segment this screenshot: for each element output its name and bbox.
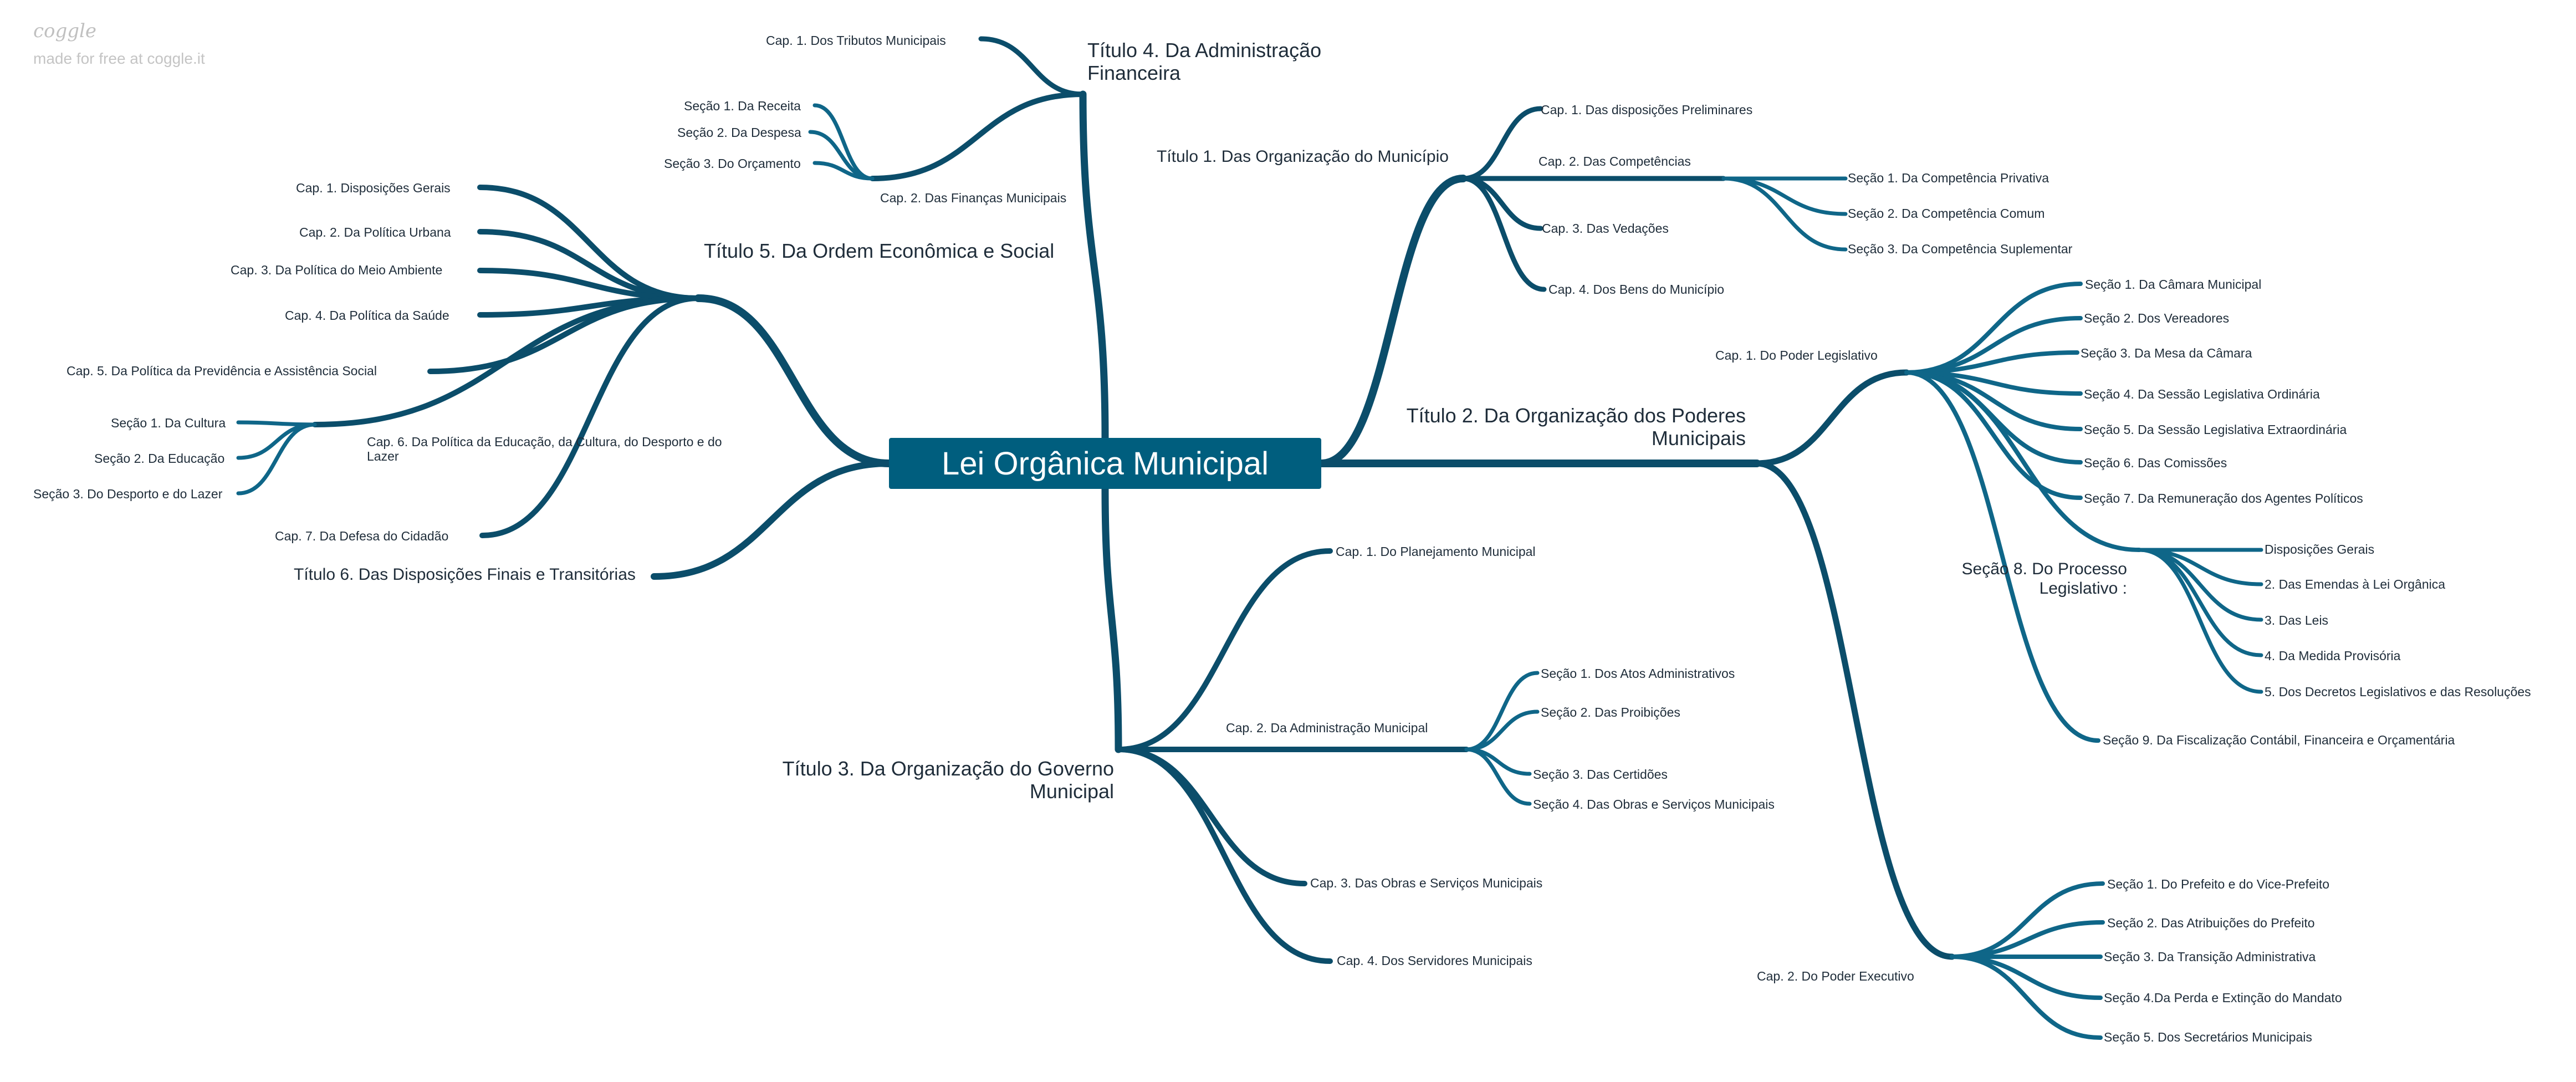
root-label: Lei Orgânica Municipal [942, 445, 1269, 482]
node-t2-c1-sec-8[interactable]: Seção 8. Do Processo Legislativo : [1961, 560, 2128, 598]
node-t3-c2-sec-4[interactable]: Seção 4. Das Obras e Serviços Municipais [1533, 797, 1775, 812]
node-t2-sec-8-item-3[interactable]: 3. Das Leis [2265, 613, 2329, 627]
connector-t1-c2-s2 [1721, 176, 1848, 216]
node-t3-cap-1[interactable]: Cap. 1. Do Planejamento Municipal [1336, 544, 1536, 559]
connector-t1-trunk [1317, 175, 1467, 467]
node-t4-c2-sec-3[interactable]: Seção 3. Do Orçamento [664, 156, 801, 171]
node-t1-cap-2-sec-3[interactable]: Seção 3. Da Competência Suplementar [1848, 242, 2073, 256]
connector-t3-c1 [1116, 548, 1333, 752]
connector-t6-trunk [651, 460, 892, 580]
coggle-logo[interactable]: coggle [33, 20, 97, 42]
node-t2-sec-8-item-5[interactable]: 5. Dos Decretos Legislativos e das Resol… [2265, 685, 2531, 699]
node-titulo-6[interactable]: Título 6. Das Disposições Finais e Trans… [294, 565, 636, 584]
node-t5-cap-7[interactable]: Cap. 7. Da Defesa do Cidadão [275, 529, 449, 543]
connector-t4-c2-s3 [812, 161, 875, 181]
connector-t2-c1-s1 [1904, 282, 2083, 375]
connector-t2-c1-s9 [1904, 370, 2100, 743]
node-t2-cap-1[interactable]: Cap. 1. Do Poder Legislativo [1715, 348, 1878, 363]
connector-t2-s8-i5 [2137, 548, 2263, 694]
node-t2-c1-sec-3[interactable]: Seção 3. Da Mesa da Câmara [2081, 346, 2252, 360]
node-t1-cap-2-sec-1[interactable]: Seção 1. Da Competência Privativa [1848, 171, 2049, 185]
connector-t2-c2-s5 [1950, 955, 2103, 1040]
node-t2-c1-sec-6[interactable]: Seção 6. Das Comissões [2084, 456, 2227, 470]
connector-t3-c3 [1116, 747, 1307, 886]
node-t4-c2-sec-2[interactable]: Seção 2. Da Despesa [677, 125, 801, 140]
connector-t3-c2-s2 [1464, 710, 1540, 752]
connector-t2-c1-s8 [1904, 370, 2141, 552]
node-t4-c2-sec-1[interactable]: Seção 1. Da Receita [684, 99, 801, 113]
node-t2-cap-2[interactable]: Cap. 2. Do Poder Executivo [1757, 969, 1914, 983]
node-t2-c1-sec-4[interactable]: Seção 4. Da Sessão Legislativa Ordinária [2084, 387, 2320, 401]
connector-t4-c2-s1 [812, 103, 875, 181]
connector-t2-c2 [1754, 460, 1955, 960]
node-t1-cap-3[interactable]: Cap. 3. Das Vedações [1542, 221, 1669, 236]
connector-t4-c1 [978, 36, 1086, 97]
node-t3-c2-sec-3[interactable]: Seção 3. Das Certidões [1533, 767, 1668, 782]
node-t1-cap-2[interactable]: Cap. 2. Das Competências [1539, 154, 1691, 169]
node-t2-c1-sec-1[interactable]: Seção 1. Da Câmara Municipal [2085, 277, 2262, 292]
connector-t2-c2-s4 [1950, 955, 2103, 1000]
node-titulo-5[interactable]: Título 5. Da Ordem Econômica e Social [704, 239, 1055, 262]
node-t2-c1-sec-9[interactable]: Seção 9. Da Fiscalização Contábil, Finan… [2103, 733, 2455, 747]
node-t2-c1-sec-5[interactable]: Seção 5. Da Sessão Legislativa Extraordi… [2084, 422, 2347, 437]
node-t2-sec-8-item-4[interactable]: 4. Da Medida Provisória [2265, 649, 2401, 663]
node-t1-cap-2-sec-2[interactable]: Seção 2. Da Competência Comum [1848, 206, 2045, 221]
node-t2-sec-8-item-1[interactable]: Disposições Gerais [2265, 542, 2375, 557]
node-t5-c6-sec-2[interactable]: Seção 2. Da Educação [94, 451, 225, 466]
node-t2-c2-sec-4[interactable]: Seção 4.Da Perda e Extinção do Mandato [2104, 991, 2342, 1005]
root-node[interactable]: Lei Orgânica Municipal [889, 438, 1321, 489]
connector-t1-c3 [1460, 176, 1543, 231]
connector-t5-c7 [479, 295, 701, 538]
node-t5-cap-4[interactable]: Cap. 4. Da Política da Saúde [285, 308, 449, 323]
connector-t2-c1 [1754, 369, 1910, 467]
node-t2-sec-8-item-2[interactable]: 2. Das Emendas à Lei Orgânica [2265, 577, 2446, 591]
connector-t3-c2-s4 [1464, 747, 1532, 806]
node-t5-cap-5[interactable]: Cap. 5. Da Política da Previdência e Ass… [67, 364, 377, 378]
node-t2-c2-sec-1[interactable]: Seção 1. Do Prefeito e do Vice-Prefeito [2107, 877, 2330, 891]
node-t2-c2-sec-3[interactable]: Seção 3. Da Transição Administrativa [2104, 950, 2316, 964]
connector-t4-trunk [1079, 90, 1109, 442]
node-t3-cap-2[interactable]: Cap. 2. Da Administração Municipal [1226, 721, 1428, 735]
node-titulo-4[interactable]: Título 4. Da Administração Financeira [1087, 39, 1322, 85]
node-t2-c1-sec-2[interactable]: Seção 2. Dos Vereadores [2084, 311, 2230, 325]
connector-t5-c6-s3 [236, 422, 317, 496]
connector-t1-c1 [1460, 106, 1543, 181]
made-with-coggle-link[interactable]: made for free at coggle.it [33, 50, 205, 67]
connector-t1-c2-s3 [1721, 176, 1848, 252]
node-t5-cap-6[interactable]: Cap. 6. Da Política da Educação, da Cult… [367, 435, 722, 464]
node-t3-cap-4[interactable]: Cap. 4. Dos Servidores Municipais [1337, 953, 1532, 968]
node-t5-c6-sec-3[interactable]: Seção 3. Do Desporto e do Lazer [33, 487, 223, 501]
node-t2-c2-sec-5[interactable]: Seção 5. Dos Secretários Municipais [2104, 1030, 2312, 1044]
connector-t5-trunk [694, 294, 893, 467]
node-t1-cap-1[interactable]: Cap. 1. Das disposições Preliminares [1541, 103, 1753, 117]
node-titulo-1[interactable]: Título 1. Das Organização do Município [1157, 147, 1449, 166]
connector-t2-c2-s2 [1950, 920, 2105, 959]
node-t3-cap-3[interactable]: Cap. 3. Das Obras e Serviços Municipais [1310, 876, 1543, 890]
connector-t4-c2 [870, 91, 1086, 181]
connector-t5-c6 [312, 295, 701, 427]
node-t5-cap-1[interactable]: Cap. 1. Disposições Gerais [296, 181, 451, 195]
connector-t3-trunk [1101, 485, 1122, 753]
connector-t2-c2-s1 [1950, 881, 2105, 959]
node-t5-cap-2[interactable]: Cap. 2. Da Política Urbana [299, 225, 451, 239]
node-t3-c2-sec-2[interactable]: Seção 2. Das Proibições [1541, 705, 1680, 719]
connector-t3-c4 [1116, 747, 1333, 964]
node-titulo-3[interactable]: Título 3. Da Organização do Governo Muni… [782, 757, 1114, 803]
node-t4-cap-1[interactable]: Cap. 1. Dos Tributos Municipais [766, 33, 946, 48]
node-t4-cap-2[interactable]: Cap. 2. Das Finanças Municipais [880, 191, 1067, 205]
node-t2-c2-sec-2[interactable]: Seção 2. Das Atribuições do Prefeito [2107, 916, 2315, 930]
node-t3-c2-sec-1[interactable]: Seção 1. Dos Atos Administrativos [1541, 666, 1735, 681]
connector-t1-c4 [1460, 176, 1547, 292]
node-t5-cap-3[interactable]: Cap. 3. Da Política do Meio Ambiente [231, 263, 443, 277]
node-titulo-2[interactable]: Título 2. Da Organização dos Poderes Mun… [1406, 404, 1746, 450]
connector-t5-c6-s2 [236, 422, 317, 460]
node-t5-c6-sec-1[interactable]: Seção 1. Da Cultura [111, 416, 226, 430]
node-t1-cap-4[interactable]: Cap. 4. Dos Bens do Município [1548, 282, 1725, 297]
node-t2-c1-sec-7[interactable]: Seção 7. Da Remuneração dos Agentes Polí… [2084, 491, 2363, 506]
